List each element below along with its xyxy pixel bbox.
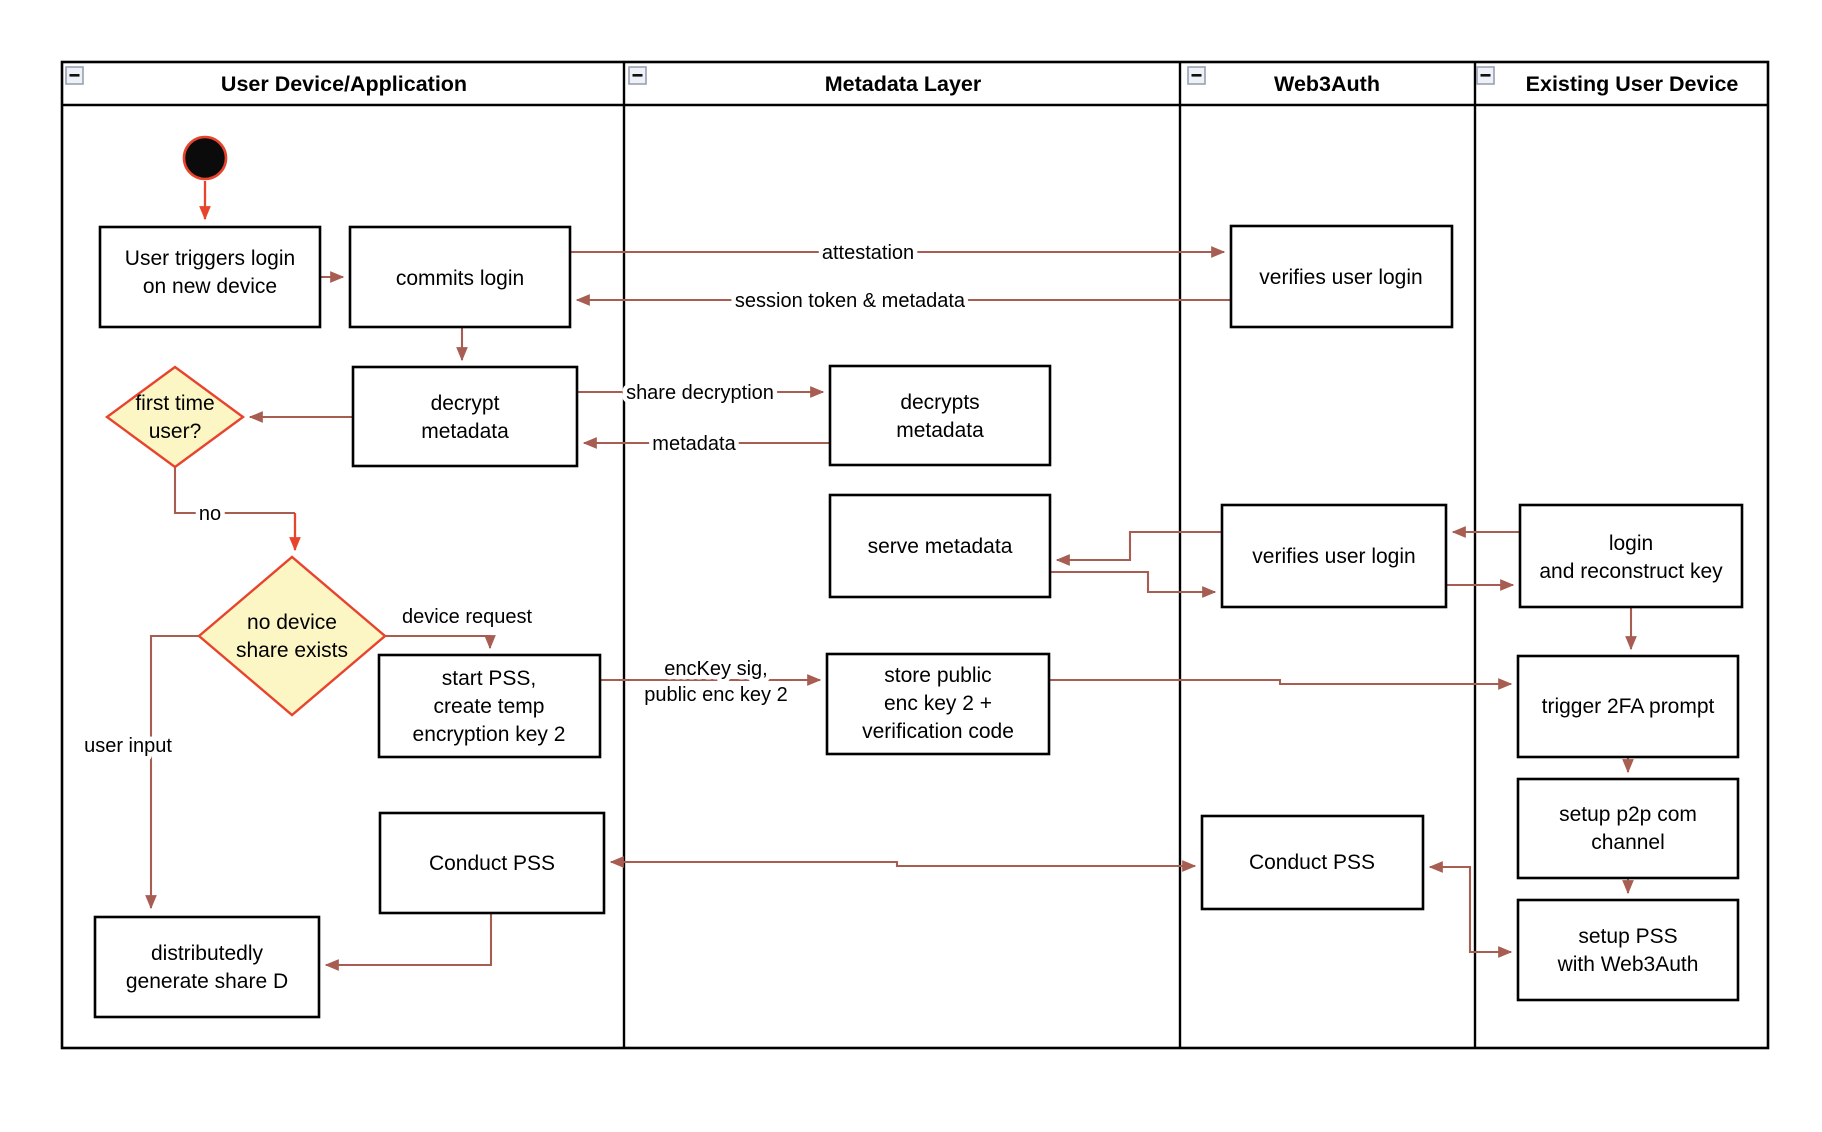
node-label: metadata <box>421 420 509 443</box>
lane-header-existing-user-device[interactable]: Existing User Device <box>1476 66 1739 96</box>
node-label: create temp <box>434 695 545 718</box>
node-setup-p2p-channel[interactable]: setup p2p com channel <box>1516 777 1740 880</box>
node-label: store public <box>884 664 991 687</box>
initial-node[interactable] <box>182 135 228 181</box>
lane-title: Existing User Device <box>1526 72 1739 96</box>
node-label: on new device <box>143 275 277 298</box>
node-label: verifies user login <box>1252 545 1415 568</box>
pool-frame <box>60 60 1770 1050</box>
edge-conduct-pss-bidirectional[interactable] <box>609 856 1197 872</box>
lane-title: Web3Auth <box>1274 72 1380 96</box>
node-label: encryption key 2 <box>413 723 566 746</box>
collapse-icon[interactable] <box>1187 66 1206 85</box>
label-attestation: attestation <box>822 242 914 264</box>
edge-user-input[interactable] <box>145 634 199 910</box>
collapse-icon[interactable] <box>628 66 647 85</box>
decision-label: first time <box>135 392 214 415</box>
decision-label: no device <box>247 611 337 634</box>
edge-no-branch[interactable] <box>173 467 295 515</box>
edge-conduct-to-generate[interactable] <box>324 913 493 971</box>
node-commits-login[interactable]: commits login <box>348 225 572 329</box>
node-label: metadata <box>896 419 984 442</box>
node-user-triggers-login[interactable]: User triggers login on new device <box>98 225 322 329</box>
node-label: setup PSS <box>1578 925 1677 948</box>
node-label: verifies user login <box>1259 266 1422 289</box>
edge-store-to-2fa[interactable] <box>1049 678 1513 690</box>
decision-label: user? <box>149 420 202 443</box>
node-trigger-2fa-prompt[interactable]: trigger 2FA prompt <box>1516 654 1740 759</box>
node-label: login <box>1609 532 1653 555</box>
node-label: distributedly <box>151 942 264 965</box>
node-generate-share-d[interactable]: distributedly generate share D <box>93 915 321 1019</box>
label-public-enc-key: public enc key 2 <box>644 684 787 706</box>
edge-serve-to-verifies[interactable] <box>1050 570 1217 598</box>
decision-no-device-share-exists[interactable]: no device share exists <box>197 555 387 717</box>
collapse-icon[interactable] <box>65 66 84 85</box>
label-no: no <box>199 503 221 525</box>
node-serve-metadata[interactable]: serve metadata <box>828 493 1052 599</box>
node-label: enc key 2 + <box>884 692 992 715</box>
node-store-public-enc-key[interactable]: store public enc key 2 + verification co… <box>825 652 1051 756</box>
node-label: decrypt <box>431 392 500 415</box>
node-verifies-user-login-top[interactable]: verifies user login <box>1229 224 1454 329</box>
edge-setup-pss-bidirectional[interactable] <box>1428 861 1513 958</box>
node-label: Conduct PSS <box>429 852 555 875</box>
node-start-pss[interactable]: start PSS, create temp encryption key 2 <box>377 653 602 759</box>
node-label: and reconstruct key <box>1539 560 1723 583</box>
label-enckey-sig: encKey sig, <box>664 658 767 680</box>
lane-title: User Device/Application <box>221 72 467 96</box>
node-label: commits login <box>396 267 524 290</box>
label-device-request: device request <box>402 606 533 628</box>
node-label: setup p2p com <box>1559 803 1697 826</box>
node-label: verification code <box>862 720 1014 743</box>
node-label: start PSS, <box>442 667 537 690</box>
lane-header-metadata-layer[interactable]: Metadata Layer <box>628 66 982 96</box>
node-label: generate share D <box>126 970 288 993</box>
node-label: with Web3Auth <box>1557 953 1699 976</box>
node-decrypt-metadata[interactable]: decrypt metadata <box>351 365 579 468</box>
node-login-and-reconstruct-key[interactable]: login and reconstruct key <box>1518 503 1744 609</box>
label-session-token: session token & metadata <box>735 290 966 312</box>
label-metadata: metadata <box>652 433 736 455</box>
node-conduct-pss-web3auth[interactable]: Conduct PSS <box>1200 814 1425 911</box>
decision-label: share exists <box>236 639 348 662</box>
node-label: channel <box>1591 831 1665 854</box>
collapse-icon[interactable] <box>1476 66 1495 85</box>
node-label: decrypts <box>900 391 979 414</box>
edge-device-request[interactable] <box>385 634 496 650</box>
node-setup-pss-with-web3auth[interactable]: setup PSS with Web3Auth <box>1516 898 1740 1002</box>
label-user-input: user input <box>84 735 172 757</box>
node-label: trigger 2FA prompt <box>1542 695 1715 718</box>
lane-header-user-device[interactable]: User Device/Application <box>65 66 467 96</box>
edge-verifies-to-serve[interactable] <box>1055 530 1222 566</box>
node-verifies-user-login-2[interactable]: verifies user login <box>1220 503 1448 609</box>
node-label: serve metadata <box>868 535 1013 558</box>
node-decrypts-metadata[interactable]: decrypts metadata <box>828 364 1052 467</box>
node-label: Conduct PSS <box>1249 851 1375 874</box>
lane-header-web3auth[interactable]: Web3Auth <box>1187 66 1380 96</box>
lane-title: Metadata Layer <box>825 72 982 96</box>
node-conduct-pss-user[interactable]: Conduct PSS <box>378 811 606 915</box>
label-share-decryption: share decryption <box>626 382 774 404</box>
decision-first-time-user[interactable]: first time user? <box>104 365 246 469</box>
node-label: User triggers login <box>125 247 295 270</box>
